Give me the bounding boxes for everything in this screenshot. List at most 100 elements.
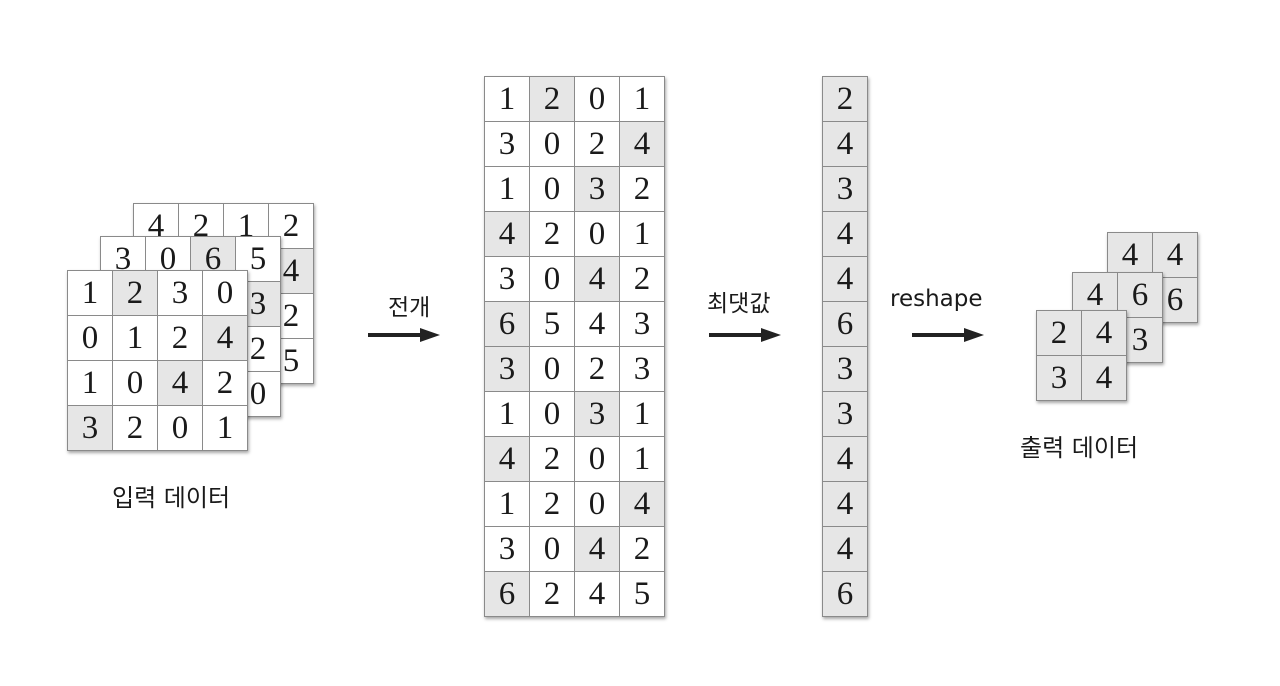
grid-cell: 2 [530, 437, 575, 482]
grid-cell: 2 [530, 212, 575, 257]
grid-cell: 4 [1082, 356, 1127, 401]
grid-cell: 4 [485, 212, 530, 257]
grid-cell: 3 [823, 347, 868, 392]
grid-cell: 4 [823, 212, 868, 257]
grid-cell: 4 [575, 572, 620, 617]
grid-cell: 3 [823, 392, 868, 437]
grid-cell: 5 [530, 302, 575, 347]
grid-cell: 6 [823, 302, 868, 347]
expand-label: 전개 [388, 295, 431, 321]
grid-cell: 0 [530, 392, 575, 437]
grid-cell: 2 [530, 572, 575, 617]
grid-cell: 2 [236, 327, 281, 372]
grid-cell: 1 [620, 437, 665, 482]
grid-cell: 4 [620, 122, 665, 167]
grid-cell: 0 [113, 361, 158, 406]
grid-cell: 3 [485, 527, 530, 572]
grid-cell: 3 [68, 406, 113, 451]
grid-cell: 3 [620, 347, 665, 392]
grid-cell: 4 [203, 316, 248, 361]
grid-cell: 3 [485, 347, 530, 392]
grid-cell: 1 [485, 77, 530, 122]
grid-cell: 3 [236, 282, 281, 327]
grid-cell: 1 [113, 316, 158, 361]
grid-cell: 1 [68, 271, 113, 316]
input-data-label: 입력 데이터 [112, 484, 231, 512]
reshape-arrow-icon [912, 328, 984, 342]
grid-cell: 6 [823, 572, 868, 617]
grid-cell: 3 [158, 271, 203, 316]
grid-cell: 4 [575, 302, 620, 347]
grid-cell: 1 [620, 77, 665, 122]
grid-cell: 4 [158, 361, 203, 406]
grid-cell: 2 [620, 527, 665, 572]
grid-cell: 6 [485, 572, 530, 617]
grid-cell: 2 [620, 167, 665, 212]
grid-cell: 4 [823, 437, 868, 482]
grid-cell: 5 [620, 572, 665, 617]
grid-cell: 0 [236, 372, 281, 417]
grid-cell: 2 [113, 271, 158, 316]
max-arrow-icon [709, 328, 781, 342]
grid-cell: 3 [620, 302, 665, 347]
grid-cell: 0 [530, 527, 575, 572]
grid-cell: 1 [203, 406, 248, 451]
grid-cell: 0 [575, 437, 620, 482]
grid-cell: 4 [823, 257, 868, 302]
grid-cell: 0 [530, 167, 575, 212]
grid-cell: 2 [1037, 311, 1082, 356]
grid-cell: 4 [575, 527, 620, 572]
output-data-label: 출력 데이터 [1020, 434, 1139, 462]
grid-cell: 3 [485, 122, 530, 167]
grid-cell: 2 [530, 482, 575, 527]
grid-cell: 2 [575, 347, 620, 392]
grid-cell: 0 [575, 212, 620, 257]
grid-cell: 1 [68, 361, 113, 406]
grid-cell: 0 [530, 257, 575, 302]
grid-cell: 4 [823, 122, 868, 167]
grid-cell: 2 [269, 204, 314, 249]
grid-cell: 3 [575, 392, 620, 437]
grid-cell: 0 [530, 122, 575, 167]
grid-cell: 3 [823, 167, 868, 212]
grid-cell: 1 [485, 167, 530, 212]
grid-cell: 0 [575, 482, 620, 527]
grid-cell: 2 [158, 316, 203, 361]
grid-cell: 4 [575, 257, 620, 302]
max-label: 최댓값 [707, 291, 771, 317]
grid-cell: 4 [1153, 233, 1198, 278]
expand-arrow-icon [368, 328, 440, 342]
grid-cell: 0 [158, 406, 203, 451]
grid-cell: 0 [575, 77, 620, 122]
grid-cell: 2 [620, 257, 665, 302]
grid-cell: 5 [269, 339, 314, 384]
grid-cell: 4 [1082, 311, 1127, 356]
grid-cell: 4 [620, 482, 665, 527]
reshape-label: reshape [890, 286, 983, 312]
grid-cell: 5 [236, 237, 281, 282]
grid-cell: 1 [485, 392, 530, 437]
grid-cell: 0 [68, 316, 113, 361]
grid-cell: 1 [620, 212, 665, 257]
grid-cell: 2 [269, 294, 314, 339]
grid-cell: 2 [575, 122, 620, 167]
grid-cell: 0 [203, 271, 248, 316]
grid-cell: 4 [823, 527, 868, 572]
grid-cell: 3 [575, 167, 620, 212]
grid-cell: 4 [823, 482, 868, 527]
grid-cell: 2 [113, 406, 158, 451]
grid-cell: 0 [530, 347, 575, 392]
grid-cell: 4 [485, 437, 530, 482]
grid-cell: 2 [203, 361, 248, 406]
grid-cell: 1 [485, 482, 530, 527]
grid-cell: 3 [1037, 356, 1082, 401]
grid-cell: 1 [620, 392, 665, 437]
grid-cell: 3 [485, 257, 530, 302]
grid-cell: 2 [530, 77, 575, 122]
grid-cell: 2 [823, 77, 868, 122]
